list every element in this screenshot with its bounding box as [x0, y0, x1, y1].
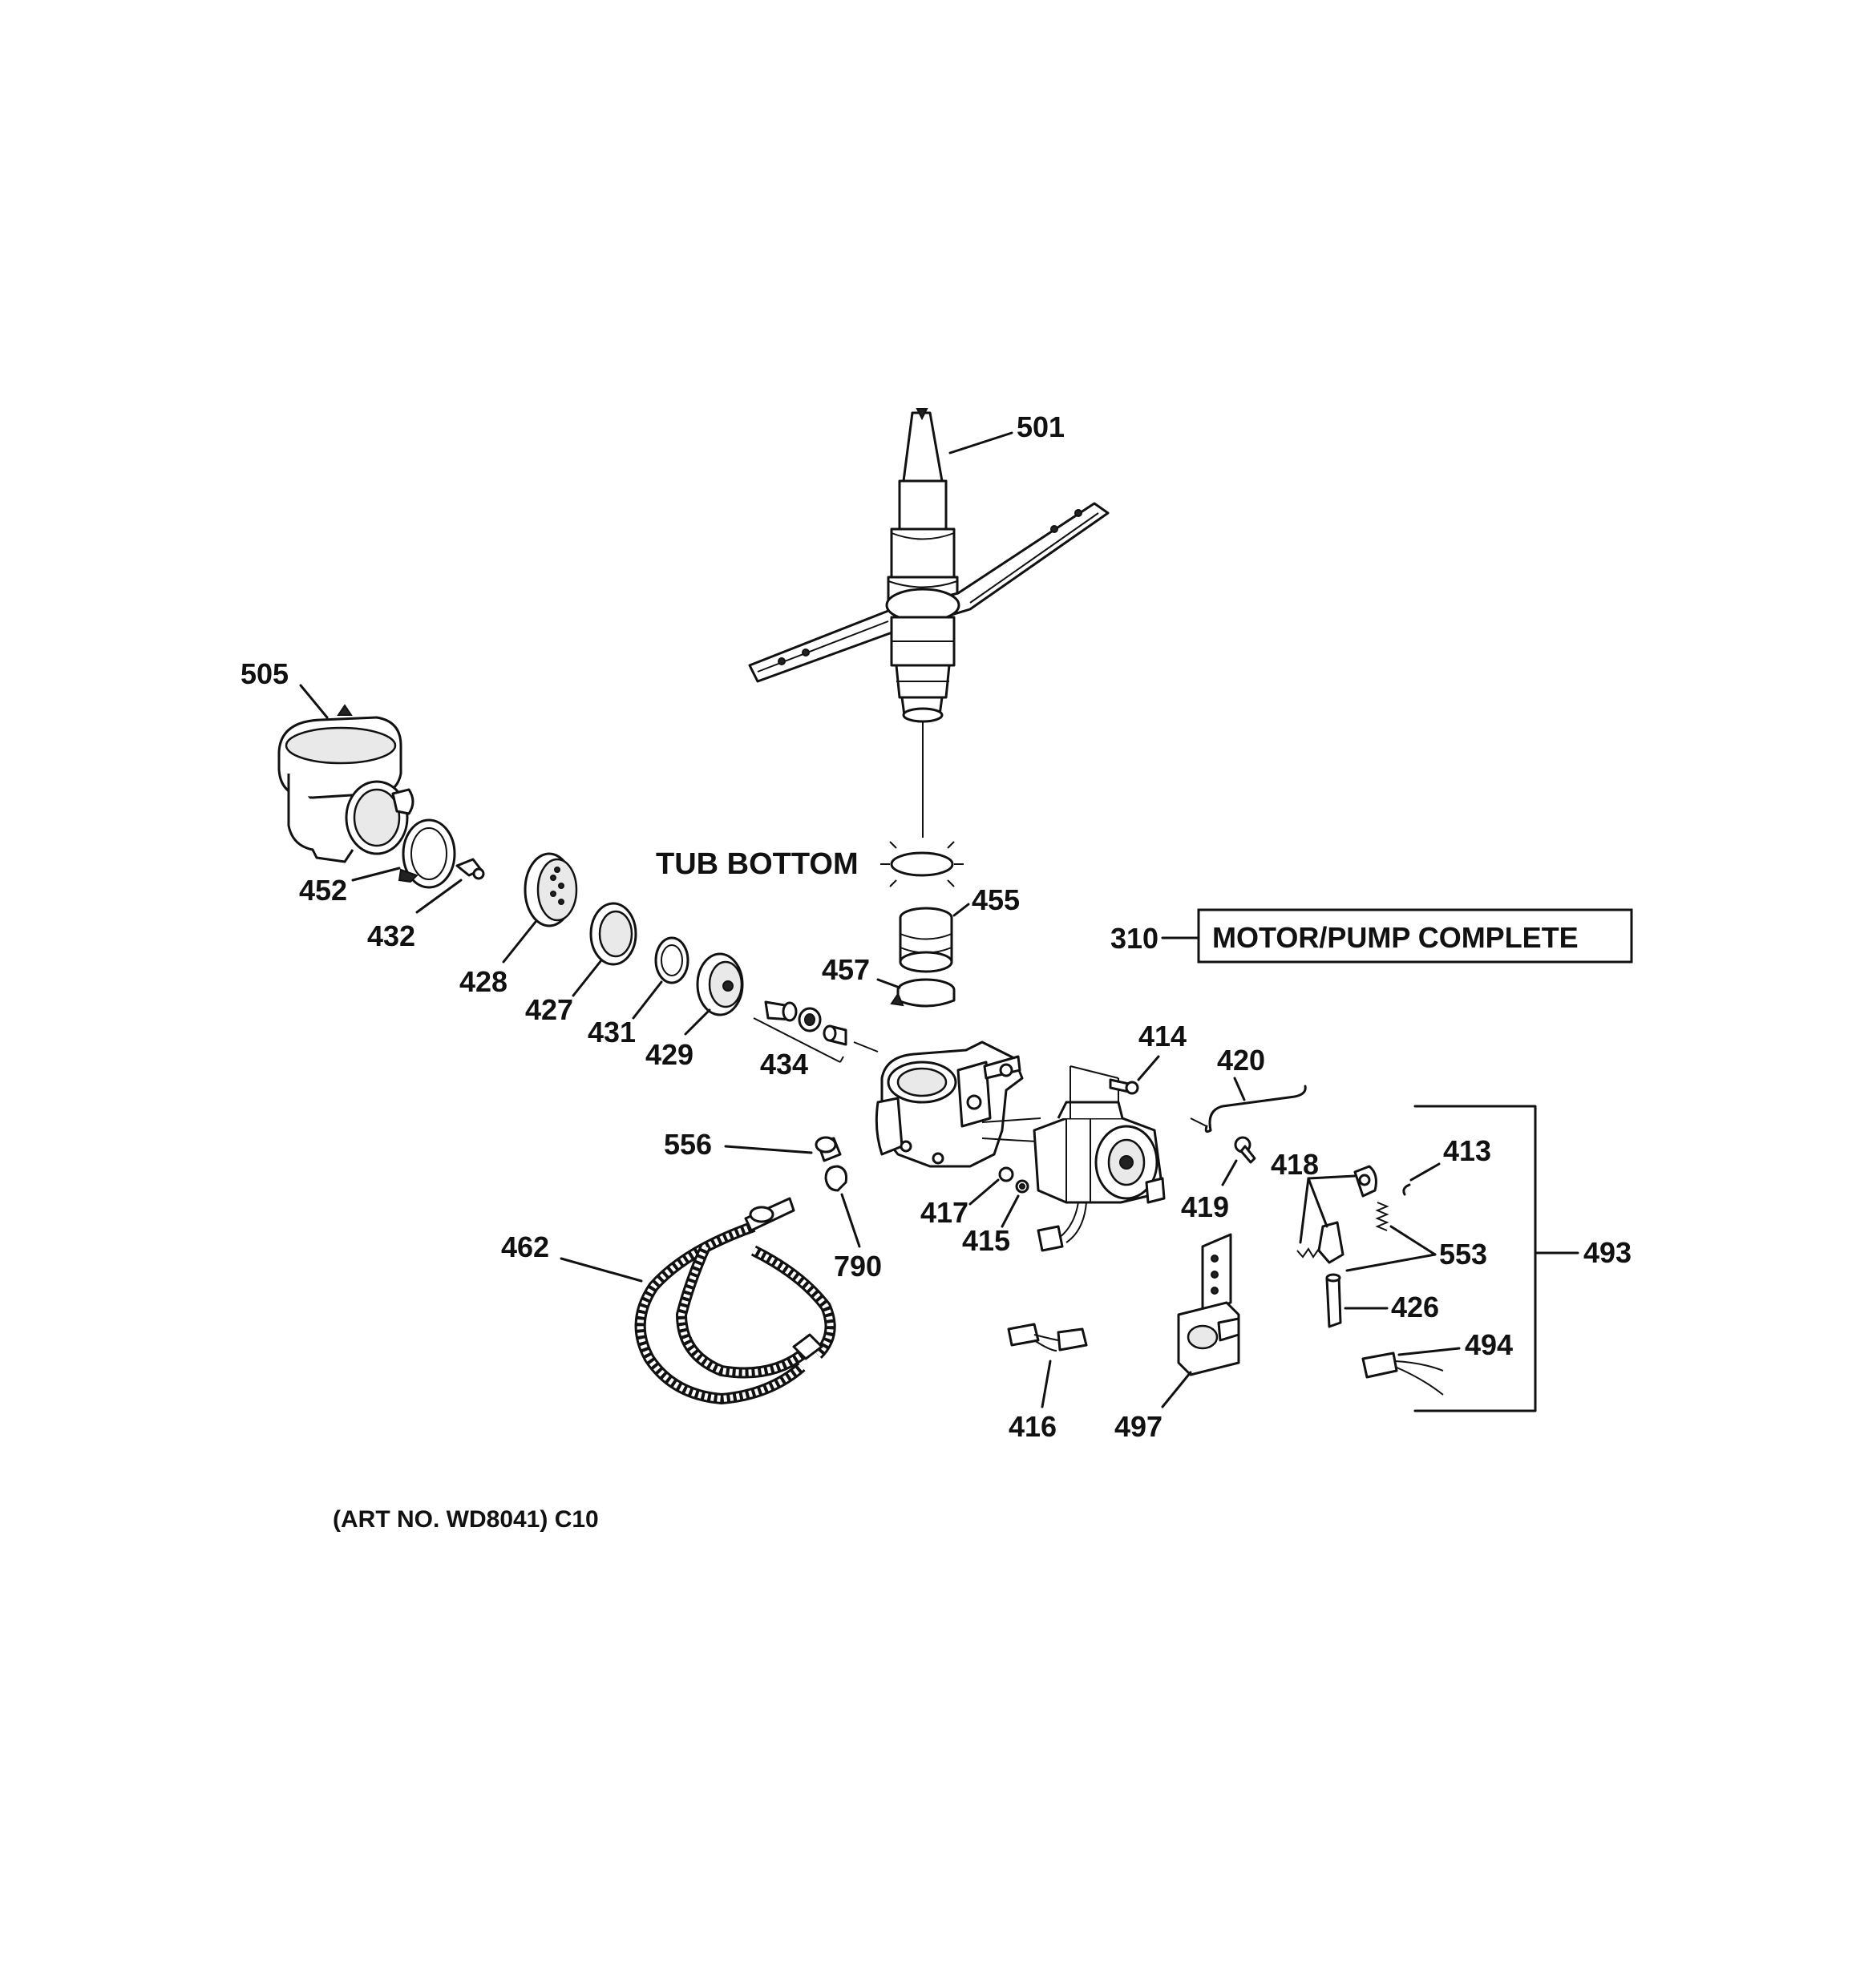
label-501: 501: [1017, 410, 1065, 443]
part-556-plug: [724, 1136, 842, 1162]
part-505-sump-housing: [277, 684, 414, 863]
part-413-clip: [1402, 1162, 1441, 1196]
label-429: 429: [645, 1038, 693, 1071]
label-418: 418: [1271, 1148, 1319, 1181]
pump-housing: [875, 1040, 1051, 1168]
label-427: 427: [525, 993, 573, 1026]
part-418-lever: [1299, 1165, 1377, 1264]
label-414: 414: [1138, 1020, 1187, 1053]
part-462-hose: [560, 1197, 836, 1405]
annotation-tub-bottom: TUB BOTTOM: [656, 847, 859, 881]
label-417: 417: [920, 1196, 968, 1229]
label-416: 416: [1009, 1410, 1057, 1443]
label-415: 415: [962, 1224, 1010, 1257]
label-310: 310: [1110, 922, 1158, 955]
label-505: 505: [241, 657, 289, 690]
part-432-clip: [415, 858, 485, 914]
group-493-bracket: [1413, 1105, 1579, 1412]
label-452: 452: [299, 874, 347, 907]
label-419: 419: [1181, 1190, 1229, 1223]
part-428-filter: [502, 852, 578, 964]
label-462: 462: [501, 1230, 549, 1263]
part-427-disc: [572, 902, 637, 997]
label-497: 497: [1114, 1410, 1162, 1443]
annotation-motor-pump-complete: MOTOR/PUMP COMPLETE: [1212, 921, 1579, 954]
part-416-wire-connector: [1007, 1323, 1088, 1408]
part-497-solenoid-bracket: [1161, 1233, 1240, 1408]
tub-bottom-gasket: [880, 841, 964, 887]
motor-pump-complete-callout: [1161, 908, 1633, 964]
part-790-clip: [824, 1165, 861, 1248]
part-414-screw: [1109, 1055, 1160, 1095]
part-494-switch-connector: [1361, 1347, 1461, 1396]
label-455: 455: [972, 883, 1020, 916]
label-431: 431: [588, 1016, 636, 1049]
label-494: 494: [1465, 1328, 1513, 1361]
label-426: 426: [1391, 1291, 1439, 1323]
label-790: 790: [834, 1250, 882, 1283]
part-501-spray-arm-assembly: [748, 408, 1110, 838]
part-420-rod: [1190, 1077, 1307, 1133]
label-428: 428: [459, 965, 507, 998]
part-426-pin: [1325, 1273, 1389, 1328]
part-429-impeller: [684, 952, 744, 1036]
part-419-screw: [1221, 1136, 1256, 1186]
label-420: 420: [1217, 1044, 1265, 1077]
part-455-seal: [899, 903, 970, 973]
art-number: (ART NO. WD8041) C10: [333, 1506, 599, 1533]
label-432: 432: [367, 919, 415, 952]
part-431-ring: [632, 936, 689, 1020]
part-434-nozzle-set: [753, 1000, 879, 1063]
part-457-clamp: [876, 978, 956, 1008]
label-434: 434: [760, 1048, 808, 1081]
label-413: 413: [1443, 1134, 1491, 1167]
label-556: 556: [664, 1128, 712, 1161]
motor: [1033, 1065, 1166, 1252]
part-553-springs: [1296, 1202, 1437, 1272]
label-553: 553: [1439, 1238, 1487, 1271]
part-452-clamp-ring: [351, 818, 456, 889]
label-457: 457: [822, 953, 870, 986]
label-493: 493: [1583, 1236, 1632, 1269]
part-417-415-washers: [968, 1166, 1029, 1228]
